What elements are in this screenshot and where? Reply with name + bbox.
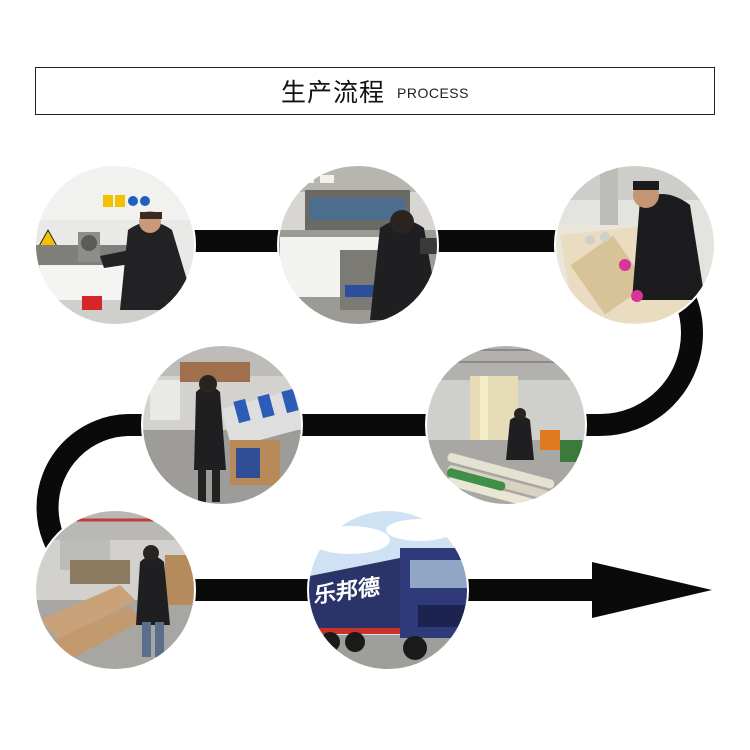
step-photo-7-truck: 乐邦德: [308, 510, 468, 670]
step-photo-5-packing: [142, 345, 302, 505]
truck-trailer: [308, 556, 412, 630]
step-photo-1-cutting: [35, 165, 195, 325]
process-arrow-head: [592, 562, 712, 618]
step-photo-3-rolling: [555, 165, 715, 325]
step-photo-4-inspection: [426, 345, 586, 505]
title-chinese: 生产流程: [281, 78, 386, 107]
title-box: 生产流程 PROCESS: [35, 67, 715, 115]
step-photo-2-press: [278, 165, 438, 325]
title-english: PROCESS: [397, 85, 469, 101]
